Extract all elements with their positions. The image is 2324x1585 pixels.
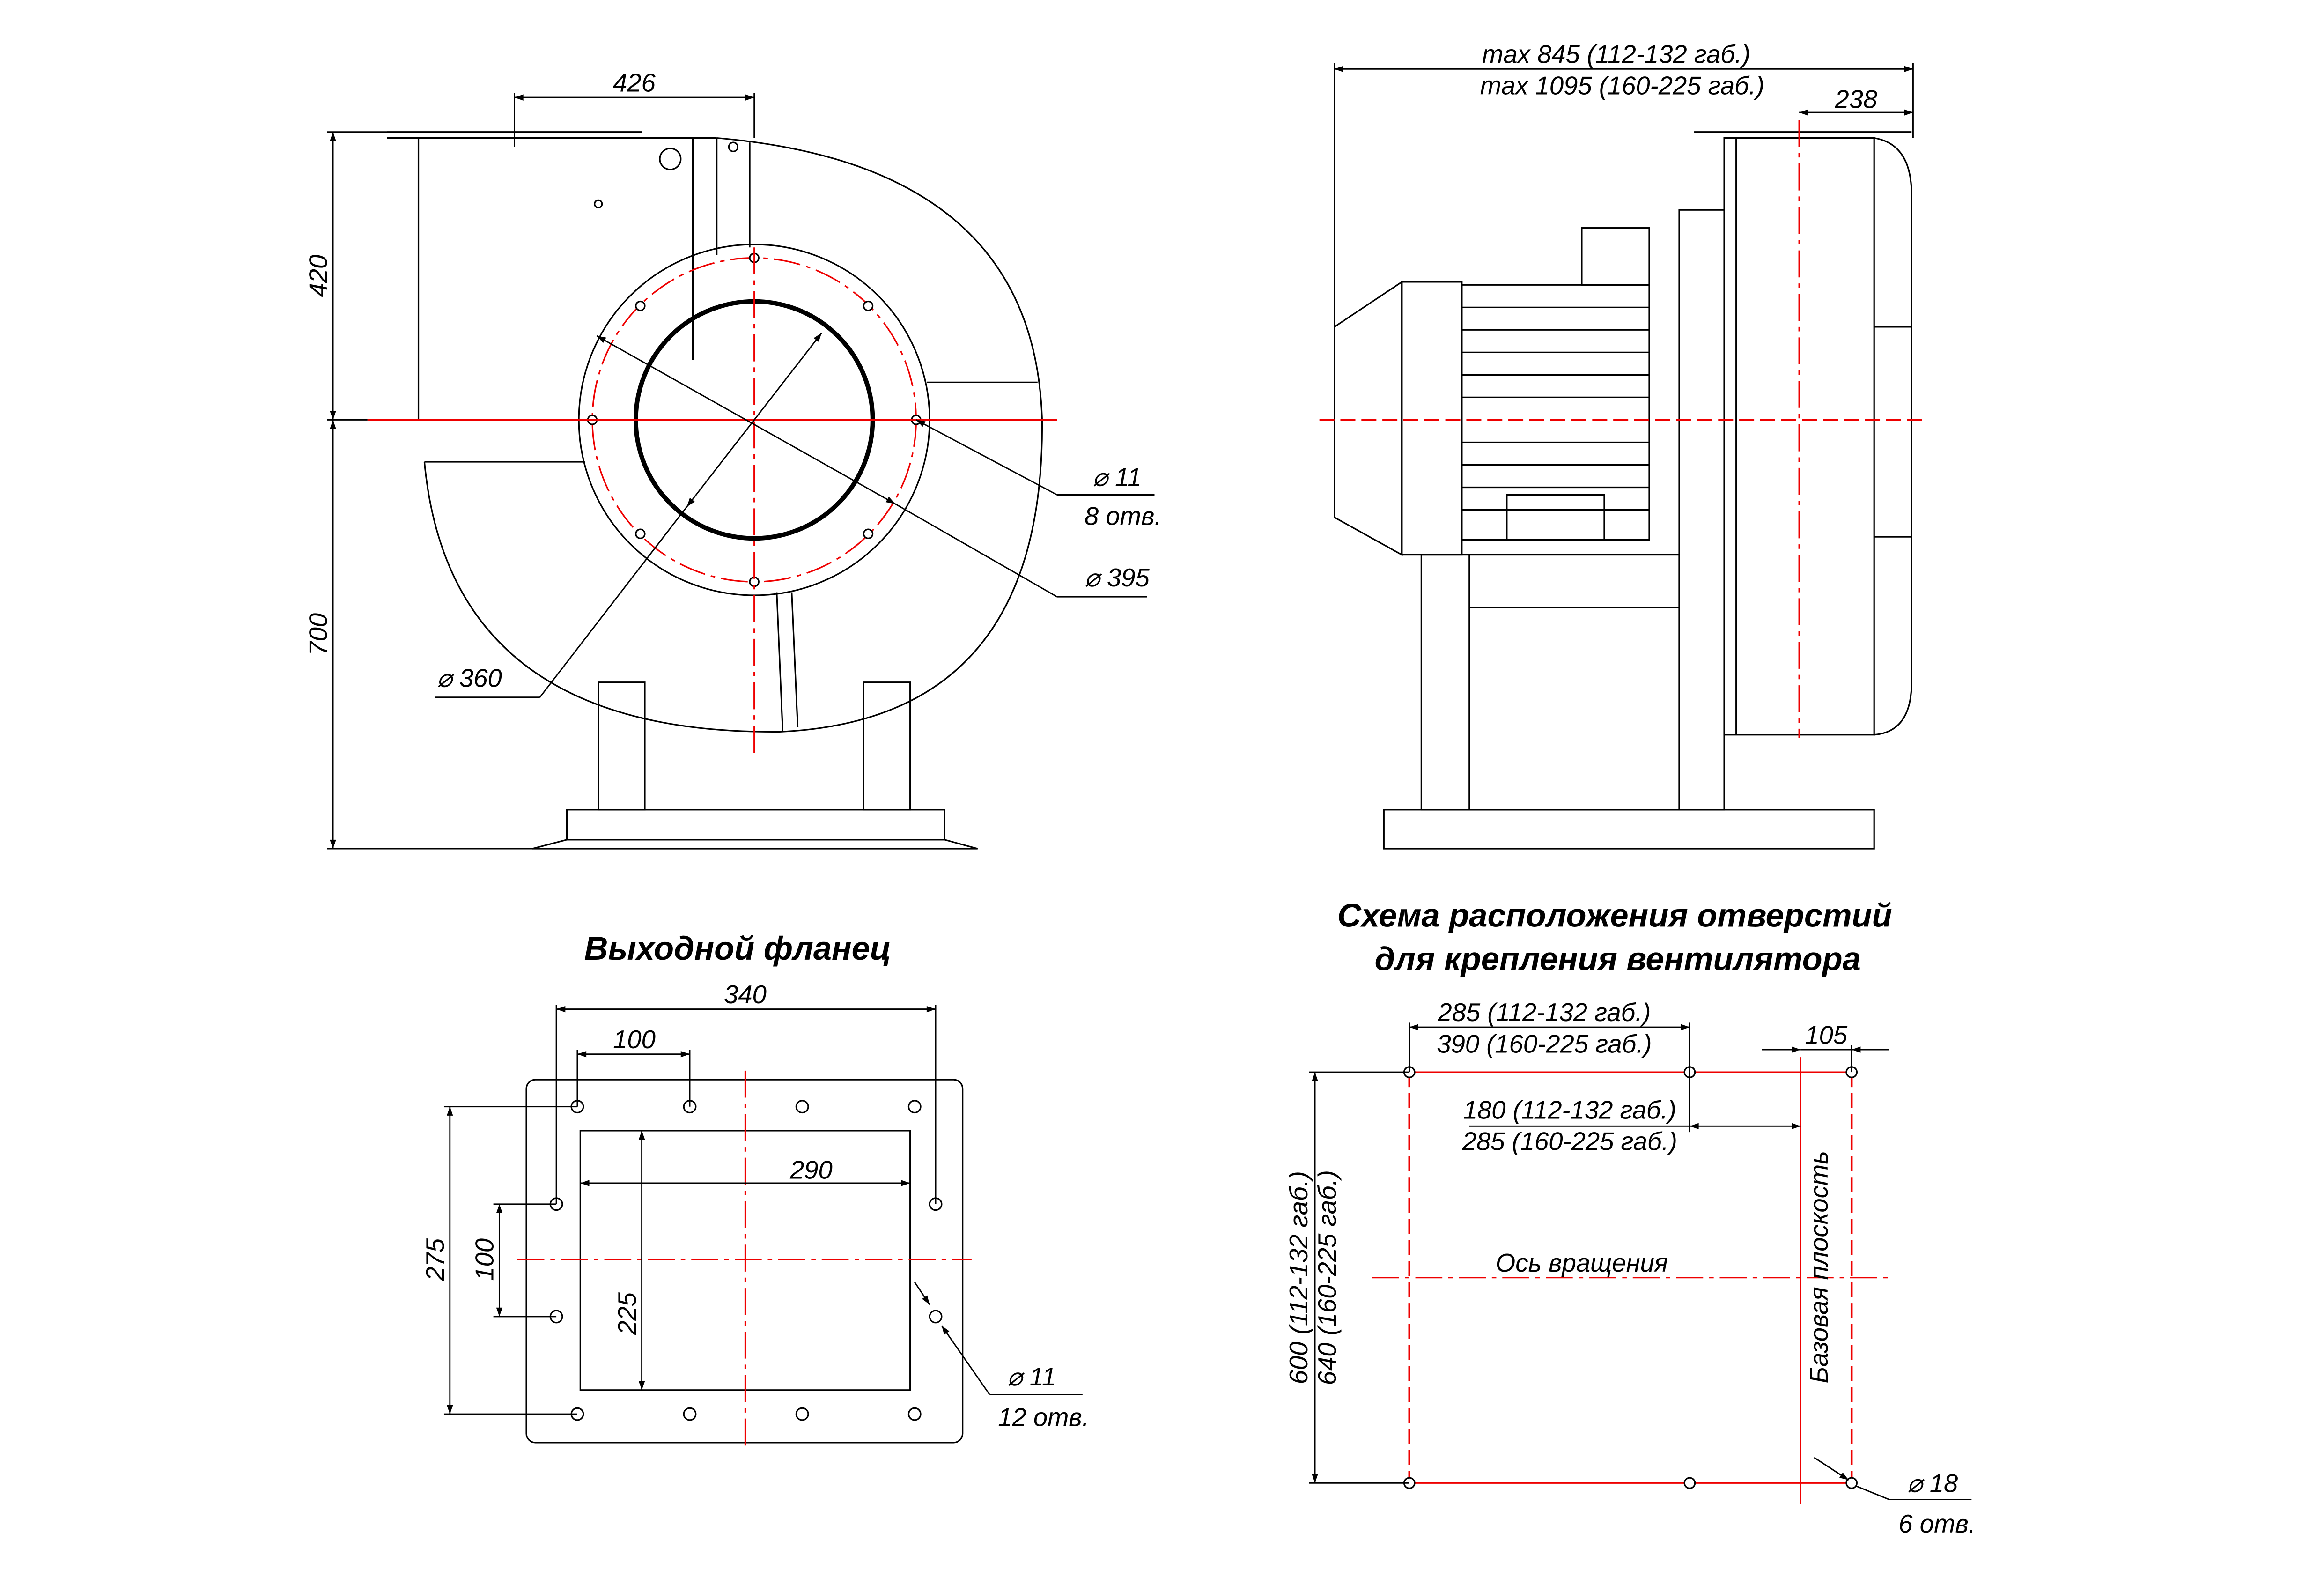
bracket <box>1678 209 1725 811</box>
housing <box>387 131 1043 733</box>
side-view: max 845 (112-132 габ.) max 1095 (160-225… <box>1319 40 1927 850</box>
dim-290: 290 <box>789 1155 833 1184</box>
outlet-hole-count: 12 отв. <box>998 1403 1089 1432</box>
mounting-title-line2: для крепления вентилятора <box>1375 940 1861 977</box>
dim-275: 275 <box>421 1238 450 1281</box>
fan-housing <box>1694 131 1912 736</box>
mounting-title-line1: Схема расположения отверстий <box>1337 897 1892 934</box>
dim-225: 225 <box>613 1292 642 1335</box>
mount-hole-count: 6 отв. <box>1898 1510 1975 1538</box>
dim-a-small: 285 (112-132 габ.) <box>1437 998 1651 1027</box>
outlet-hole-dia: ⌀ 11 <box>1007 1363 1056 1391</box>
motor <box>1334 227 1650 556</box>
dim-105: 105 <box>1805 1021 1848 1049</box>
max-length-small: max 845 (112-132 габ.) <box>1482 40 1750 68</box>
dim-700: 700 <box>304 613 332 656</box>
hole-count-label: 8 отв. <box>1085 502 1161 531</box>
dim-100-horizontal: 100 <box>613 1025 656 1054</box>
dim-340: 340 <box>724 980 767 1009</box>
outlet-flange-title: Выходной фланец <box>584 930 892 967</box>
mount-hole-dia: ⌀ 18 <box>1907 1469 1958 1498</box>
dim-426: 426 <box>613 68 656 97</box>
side-stand <box>1383 554 1875 850</box>
dim-h-small: 600 (112-132 габ.) <box>1284 1171 1313 1384</box>
dim-238: 238 <box>1834 85 1877 114</box>
dim-a-large: 390 (160-225 габ.) <box>1437 1030 1652 1058</box>
dim-h-large: 640 (160-225 габ.) <box>1313 1170 1342 1385</box>
max-length-large: max 1095 (160-225 габ.) <box>1480 72 1764 100</box>
flange-dia-label: ⌀ 395 <box>1085 563 1150 592</box>
axis-label: Ось вращения <box>1496 1249 1668 1277</box>
base-plane-label: Базовая плоскость <box>1805 1151 1833 1383</box>
flange-holes <box>587 252 922 587</box>
hole-dia-label: ⌀ 11 <box>1092 463 1141 491</box>
mounting-scheme: Схема расположения отверстий для креплен… <box>1284 897 1976 1538</box>
stand <box>532 681 978 850</box>
dim-100-vertical: 100 <box>471 1238 499 1281</box>
front-view: 426 420 700 ⌀ 11 8 отв. ⌀ 395 ⌀ 360 <box>304 68 1161 850</box>
dim-b-large: 285 (160-225 габ.) <box>1462 1127 1677 1156</box>
inlet-dia-label: ⌀ 360 <box>437 664 502 692</box>
dim-420: 420 <box>304 255 332 297</box>
dim-b-small: 180 (112-132 габ.) <box>1463 1096 1676 1124</box>
outlet-flange-view: Выходной фланец 340 100 290 275 100 <box>421 930 1089 1449</box>
